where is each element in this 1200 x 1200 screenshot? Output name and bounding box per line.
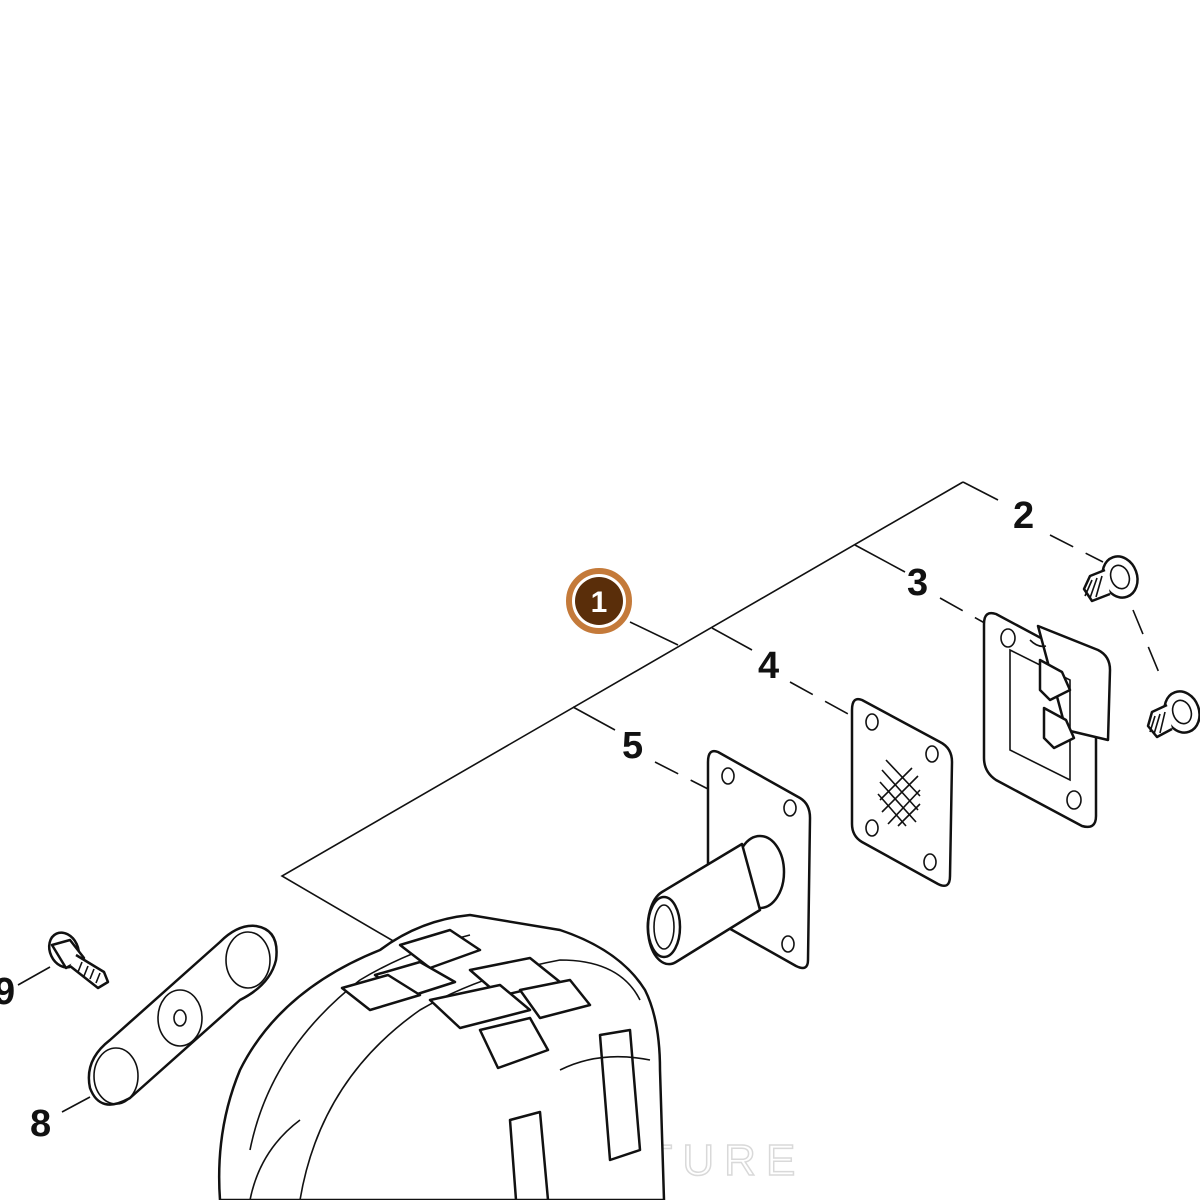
callout-label-5: 5 xyxy=(622,725,643,767)
screen-gasket-part-4 xyxy=(850,697,954,887)
valve-plate-part-3 xyxy=(982,611,1112,829)
screw-part-2-lower xyxy=(1146,690,1200,739)
callout-label-3: 3 xyxy=(907,562,928,604)
leader-lines xyxy=(280,481,999,943)
badge-fill xyxy=(575,577,623,625)
gasket-part-8 xyxy=(87,924,278,1106)
housing-main xyxy=(217,913,666,1200)
screw-part-9 xyxy=(47,931,110,990)
dashed-leaders xyxy=(17,534,1163,1113)
callout-label-2: 2 xyxy=(1013,495,1034,537)
callout-label-4: 4 xyxy=(758,645,779,687)
screw-part-2-upper xyxy=(1082,555,1139,603)
callout-label-9: 9 xyxy=(0,971,15,1013)
callout-badge-1[interactable]: 1 xyxy=(566,568,632,634)
badge-label: 1 xyxy=(591,586,608,619)
callout-label-8: 8 xyxy=(30,1103,51,1145)
intake-flange-part-5 xyxy=(646,749,812,970)
